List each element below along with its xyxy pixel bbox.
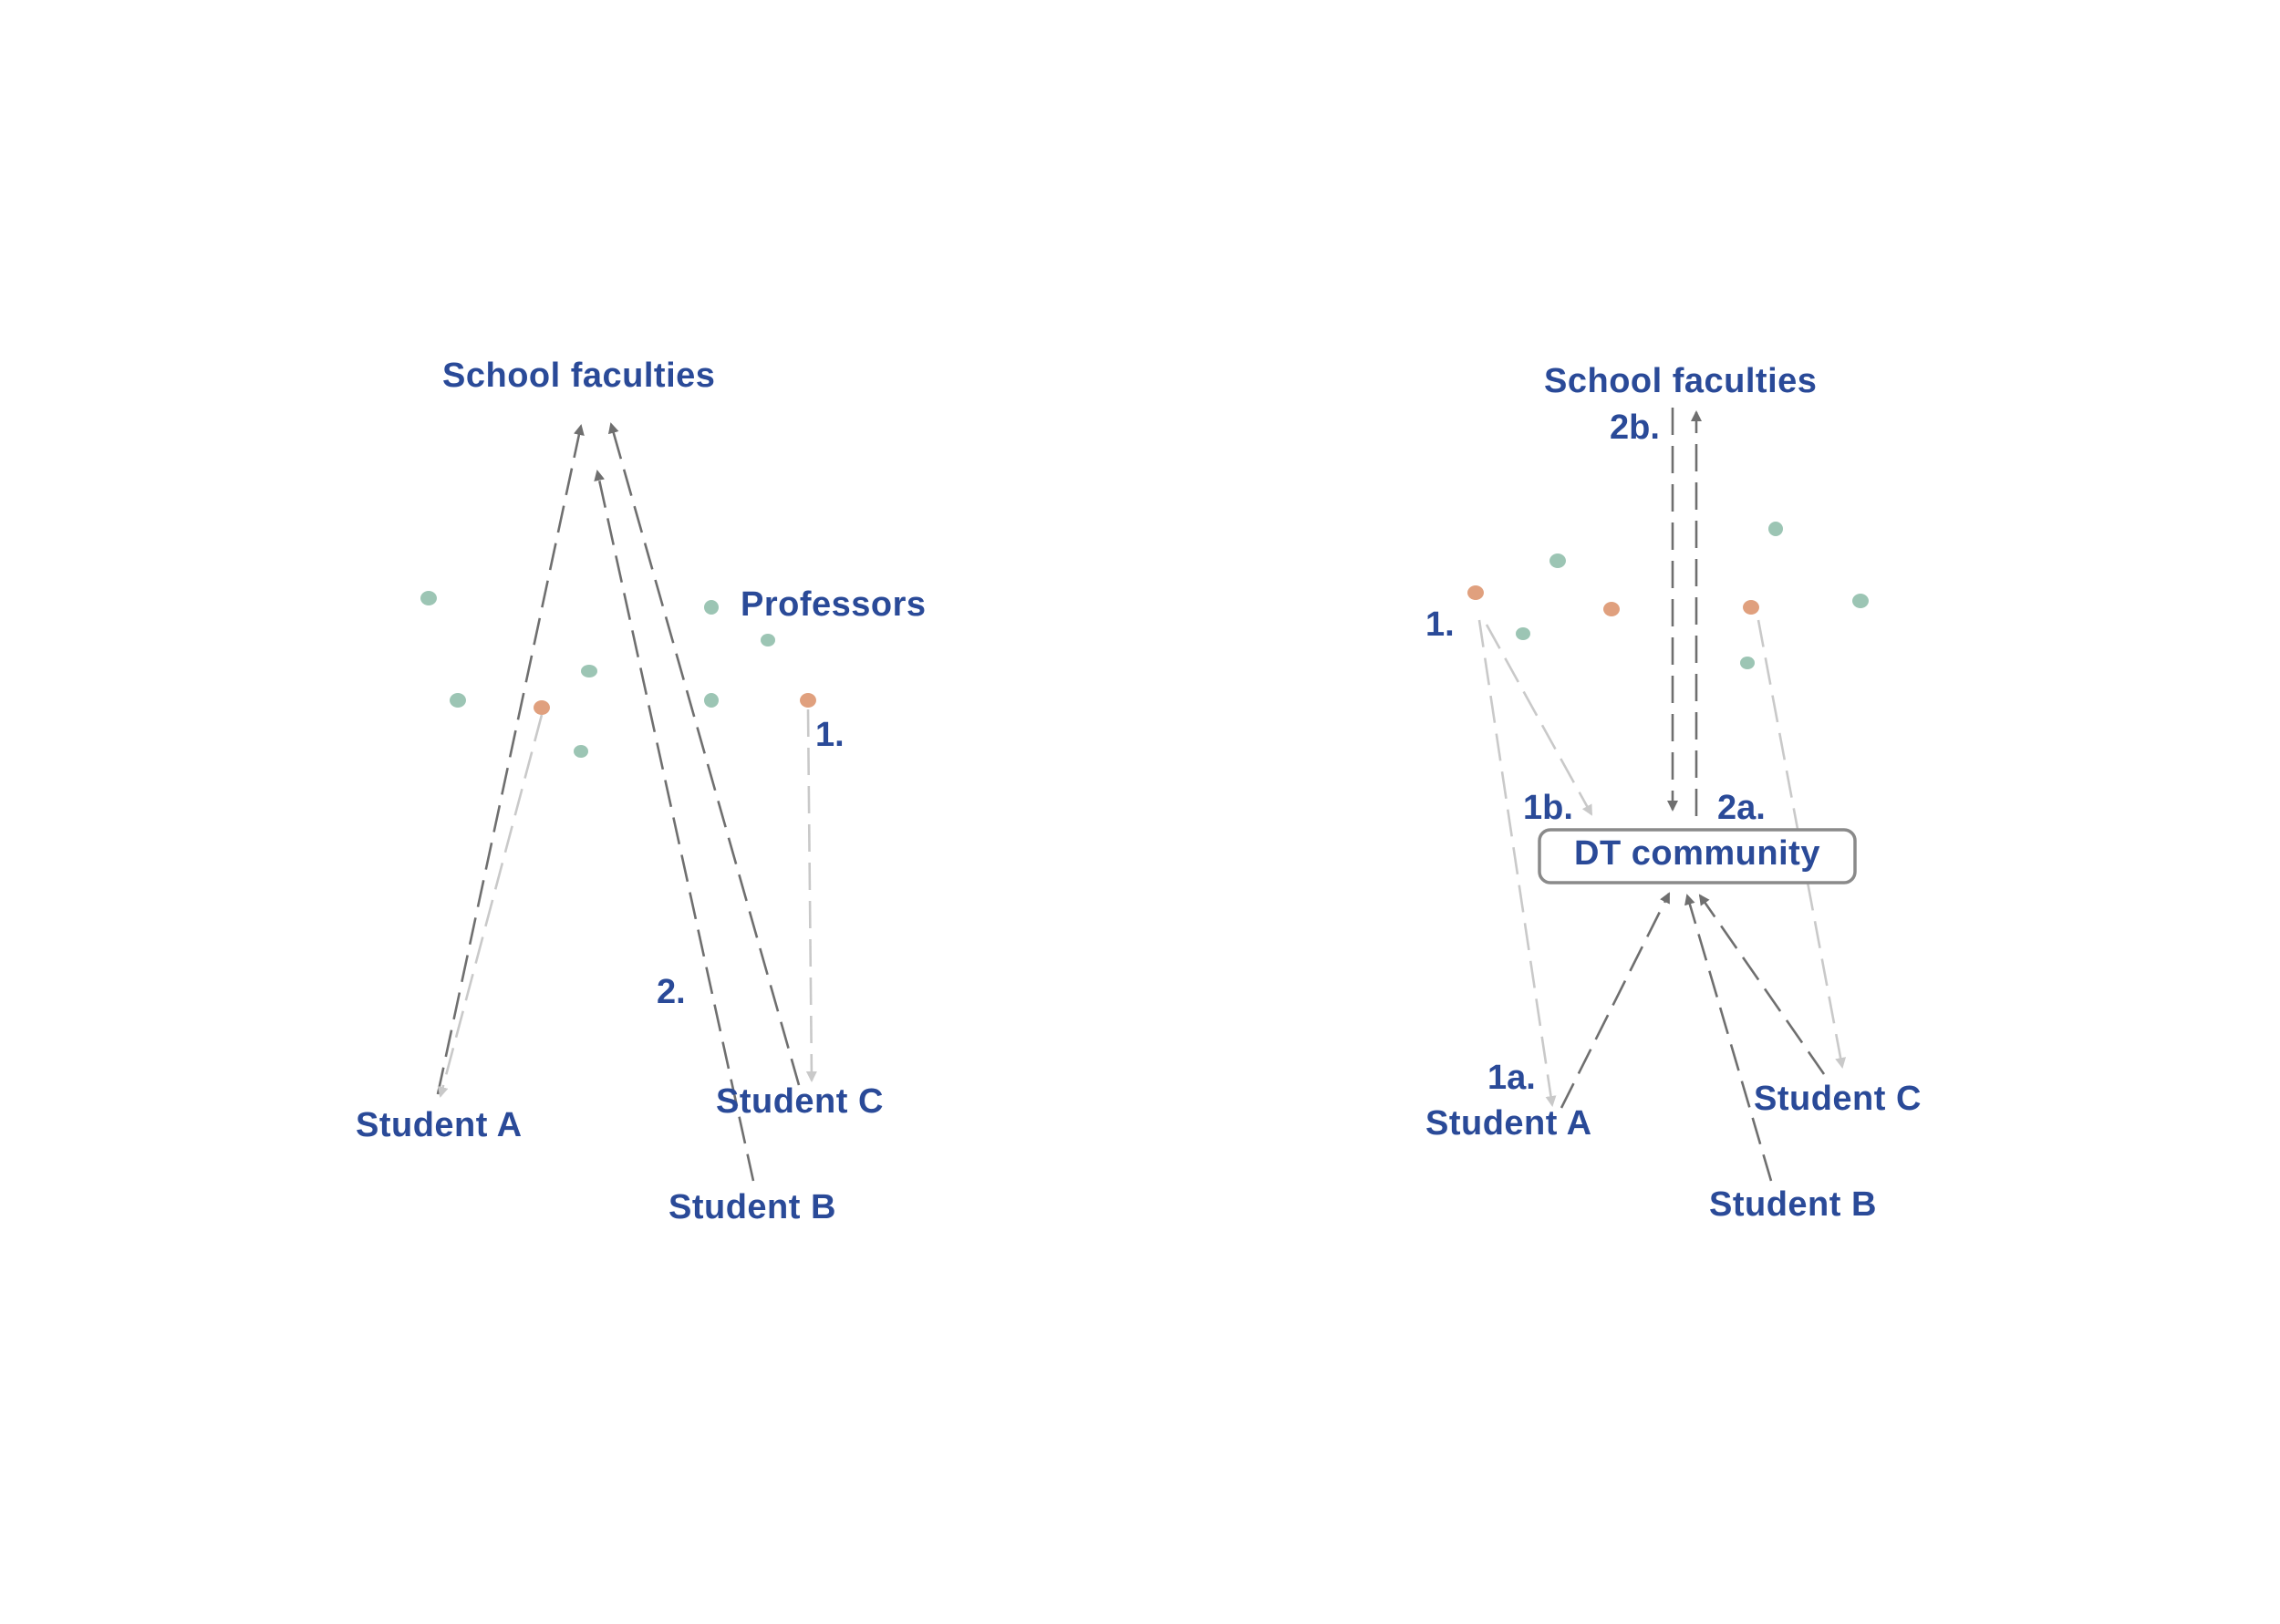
step-2a-label: 2a. (1717, 789, 1766, 827)
arrow-professor-to-dt-community (1485, 624, 1593, 816)
left-student-a-label: Student A (356, 1106, 523, 1144)
professors-label: Professors (741, 585, 927, 624)
right-school-faculties-label: School faculties (1544, 362, 1817, 400)
step-1a-label: 1a. (1487, 1059, 1536, 1097)
professor-dot (1467, 585, 1484, 600)
professor-dot (1743, 600, 1759, 615)
right-student-c-label: Student C (1754, 1080, 1922, 1118)
faculty-member-dot (574, 745, 588, 758)
arrow-student-c-to-dt-community (1698, 894, 1826, 1075)
arrow-professor-to-student-a (1477, 619, 1557, 1107)
arrow-student-a-to-dt-community (1560, 892, 1671, 1109)
left-step-2-label: 2. (657, 973, 686, 1011)
professor-dot (800, 693, 816, 708)
professor-dot (1603, 602, 1620, 616)
faculty-member-dot (1852, 594, 1869, 608)
left-school-faculties-label: School faculties (442, 357, 715, 395)
faculty-member-dot (1768, 522, 1783, 536)
arrow-student-a-to-faculties (436, 424, 585, 1095)
right-faculty-dots (1467, 522, 1869, 669)
arrow-student-b-to-faculties (594, 470, 755, 1182)
faculty-member-dot (581, 665, 597, 678)
faculty-member-dot (704, 693, 719, 708)
step-2b-label: 2b. (1610, 409, 1660, 447)
faculty-member-dot (420, 591, 437, 605)
right-step-1-label: 1. (1425, 605, 1455, 644)
left-student-c-label: Student C (716, 1082, 884, 1121)
left-faculty-dots (420, 591, 816, 758)
right-diagram: DT community School faculties 2b. 1. 1b.… (1425, 362, 1922, 1224)
right-arrows (1477, 408, 1847, 1182)
right-student-b-label: Student B (1709, 1185, 1877, 1224)
dt-community-node: DT community (1538, 828, 1857, 884)
left-step-1-label: 1. (815, 716, 845, 754)
right-student-a-label: Student A (1425, 1104, 1592, 1143)
faculty-member-dot (450, 693, 466, 708)
faculty-member-dot (1740, 657, 1755, 669)
faculty-member-dot (704, 600, 719, 615)
faculty-member-dot (1549, 553, 1566, 568)
dt-community-box (1538, 828, 1857, 884)
step-1b-label: 1b. (1523, 789, 1573, 827)
arrow-professor-to-student-a (437, 714, 544, 1098)
arrow-student-b-to-dt-community (1684, 894, 1773, 1182)
left-student-b-label: Student B (668, 1188, 836, 1226)
arrow-professor-to-student-c (805, 709, 817, 1082)
dt-community-label: DT community (1574, 834, 1820, 873)
left-diagram: School faculties Professors 1. 2. Studen… (356, 357, 927, 1226)
professor-dot (534, 700, 550, 715)
faculty-member-dot (761, 634, 775, 646)
arrow-student-c-to-faculties (607, 422, 801, 1086)
faculty-member-dot (1516, 627, 1530, 640)
left-arrows (436, 422, 817, 1182)
